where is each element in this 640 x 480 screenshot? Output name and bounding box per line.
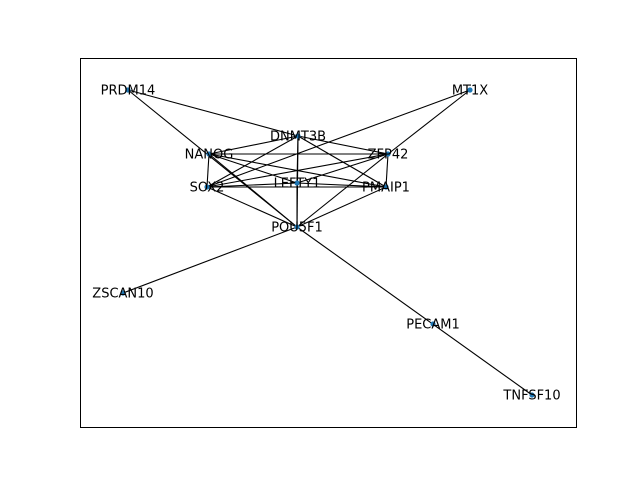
- edge-pou5f1-tnfsf10: [296, 226, 533, 396]
- node-label-tnfsf10: TNFSF10: [502, 389, 560, 404]
- edge-dnmt3b-pmaip1: [297, 135, 387, 188]
- node-label-zfp42: ZFP42: [368, 148, 409, 163]
- node-label-dnmt3b: DNMT3B: [270, 130, 326, 145]
- node-label-zscan10: ZSCAN10: [92, 287, 153, 302]
- node-lefty1: [294, 180, 300, 186]
- node-label-mt1x: MT1X: [452, 84, 488, 99]
- node-pou5f1: [294, 224, 300, 230]
- edges-layer: [122, 89, 533, 396]
- edge-prdm14-dnmt3b: [127, 89, 299, 137]
- nodes-layer: [120, 87, 535, 398]
- node-label-pmaip1: PMAIP1: [362, 181, 410, 196]
- edge-zfp42-lefty1: [296, 153, 389, 184]
- node-label-lefty1: LEFTY1: [274, 177, 321, 192]
- edge-dnmt3b-sox2: [206, 135, 299, 188]
- edge-mt1x-sox2: [206, 89, 471, 188]
- edge-pmaip1-pou5f1: [296, 186, 387, 228]
- node-zfp42: [385, 151, 391, 157]
- node-prdm14: [125, 87, 131, 93]
- node-label-nanog: NANOG: [185, 148, 234, 163]
- edge-dnmt3b-nanog: [208, 135, 299, 155]
- node-pecam1: [430, 321, 436, 327]
- edge-nanog-lefty1: [208, 153, 298, 184]
- edge-nanog-sox2: [206, 153, 210, 188]
- edge-zfp42-pmaip1: [385, 153, 389, 188]
- node-zscan10: [120, 290, 126, 296]
- node-label-sox2: SOX2: [190, 181, 225, 196]
- node-mt1x: [467, 87, 473, 93]
- node-label-pou5f1: POU5F1: [271, 221, 323, 236]
- node-dnmt3b: [295, 133, 301, 139]
- node-tnfsf10: [529, 392, 535, 398]
- node-sox2: [204, 184, 210, 190]
- edge-pou5f1-zscan10: [122, 226, 298, 294]
- node-nanog: [206, 151, 212, 157]
- node-label-prdm14: PRDM14: [101, 84, 156, 99]
- edge-lefty1-pmaip1: [296, 182, 387, 188]
- edge-zfp42-sox2: [206, 153, 389, 188]
- edge-zfp42-pou5f1: [296, 153, 389, 228]
- plot-frame: [80, 58, 577, 428]
- edge-mt1x-zfp42: [387, 89, 471, 155]
- node-label-pecam1: PECAM1: [406, 318, 460, 333]
- edge-sox2-lefty1: [206, 182, 298, 188]
- edge-nanog-pou5f1: [208, 153, 298, 228]
- node-pmaip1: [383, 184, 389, 190]
- edge-sox2-pou5f1: [206, 186, 298, 228]
- edge-dnmt3b-zfp42: [297, 135, 389, 155]
